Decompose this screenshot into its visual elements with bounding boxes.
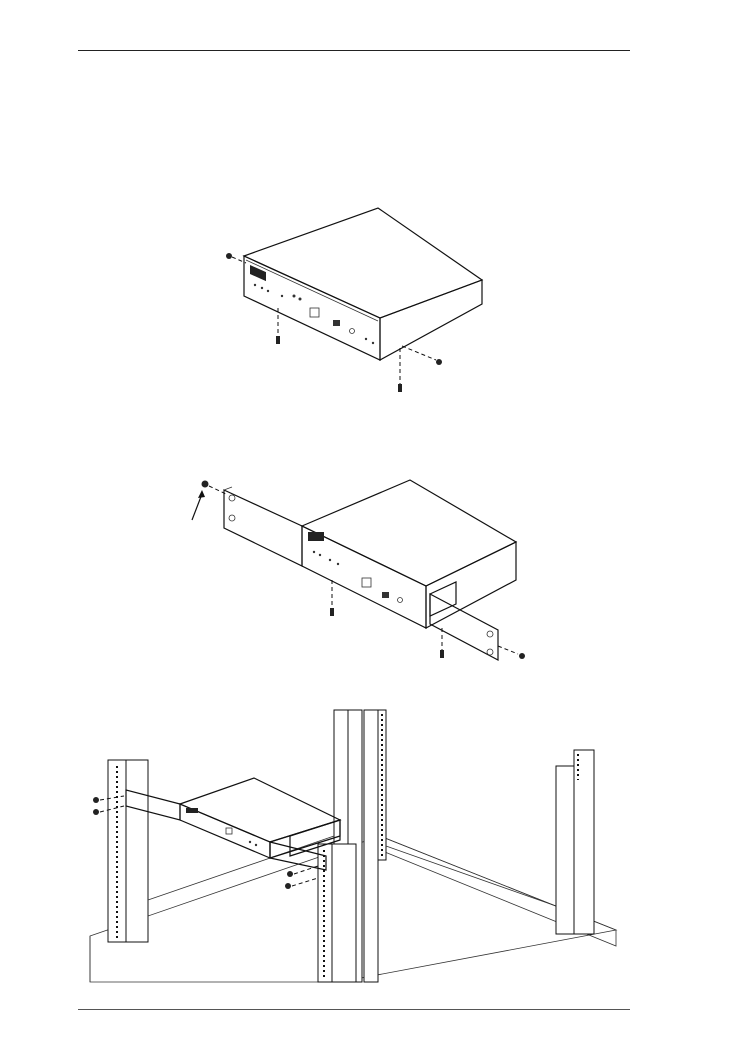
figure-3-rack-posts: [108, 710, 594, 982]
figure-3-device: [180, 778, 340, 858]
figure-2-screws: [192, 481, 525, 660]
figure-3-bracket-rail: [126, 790, 340, 870]
footer-rule: [78, 1009, 630, 1010]
figure-2-device: [302, 480, 516, 628]
figure-2-left-bracket: [224, 487, 302, 566]
